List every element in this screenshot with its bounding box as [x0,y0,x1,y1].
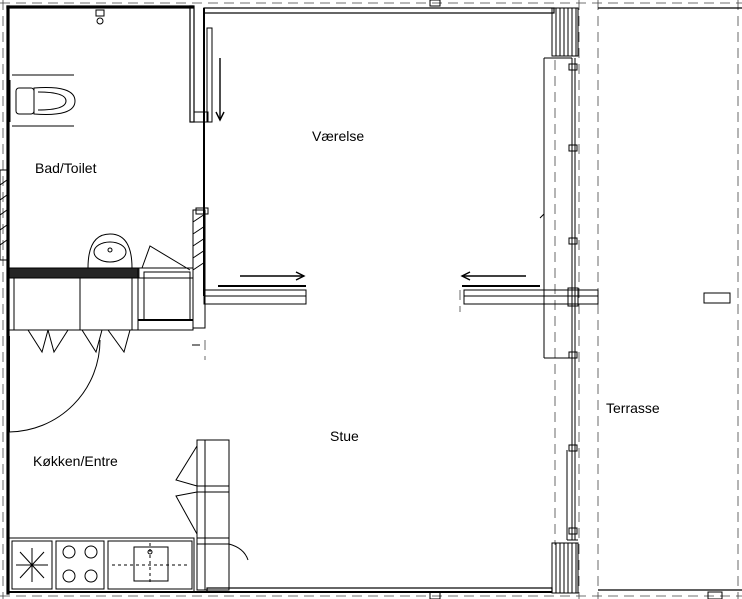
outer-walls [6,5,742,595]
bathroom-pocket-door [193,27,213,123]
room-label-vaerelse: Værelse [312,128,365,144]
kitchen-upper-cabinets [8,245,194,354]
entry-door [8,336,101,433]
room-label-terrasse: Terrasse [606,400,660,416]
room-label-stue: Stue [330,428,359,444]
sink-fixture [87,233,133,269]
top-markers [95,0,723,599]
glazed-facade [539,57,578,541]
kitchen-counter [8,537,195,593]
room-label-bad-toilet: Bad/Toilet [35,160,97,176]
central-wall [203,285,731,307]
sliding-door-arrows [215,58,526,281]
window-bricks [0,7,579,594]
partition-wall-right [192,207,209,346]
toilet-fixture [9,74,76,127]
wardrobe [175,439,249,591]
room-label-koekken-entre: Køkken/Entre [33,453,118,469]
